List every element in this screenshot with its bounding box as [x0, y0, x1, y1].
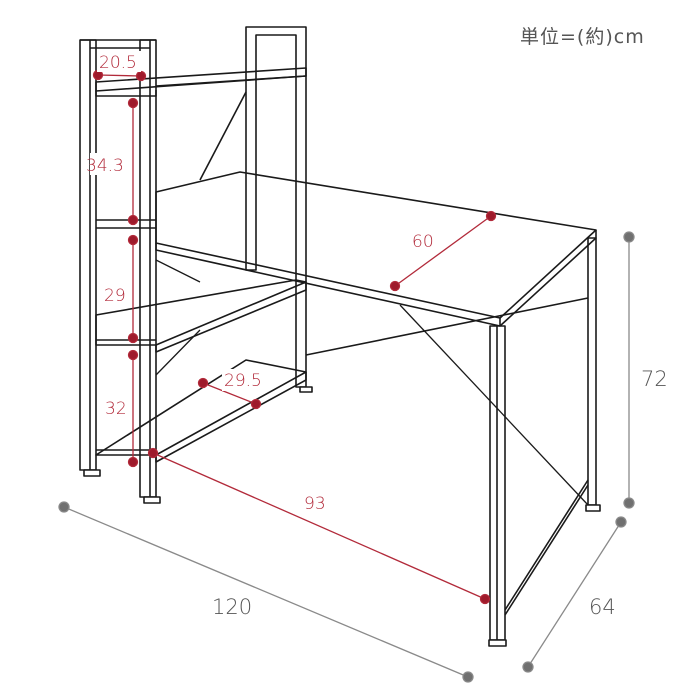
- dim-dot: [522, 661, 534, 673]
- dim-dot: [462, 671, 474, 683]
- dim-dot: [250, 398, 262, 410]
- dim-dot: [127, 456, 139, 468]
- label-desk-depth: 60: [412, 232, 434, 252]
- dim-dot: [135, 70, 147, 82]
- label-width-total: 120: [212, 595, 252, 619]
- dim-dot: [127, 214, 139, 226]
- dim-dot: [127, 234, 139, 246]
- foot-back-post: [299, 386, 313, 393]
- dim-dot: [623, 497, 635, 509]
- outer-labels: 120 64 72: [212, 367, 668, 619]
- label-shelf-gap-low: 32: [105, 399, 127, 419]
- inner-labels: 20.5 34.3 29 32 29.5 60 93: [86, 51, 440, 514]
- outer-dimensions: [58, 231, 635, 683]
- back-tall-post: [245, 26, 307, 388]
- inner-dimensions: [92, 69, 497, 605]
- label-lower-shelf-depth: 29.5: [224, 371, 262, 391]
- dim-dot: [479, 593, 491, 605]
- foot-left-rear: [143, 496, 161, 504]
- foot-left-front: [83, 469, 101, 477]
- label-shelf-gap-mid: 29: [104, 286, 126, 306]
- foot-desk-front: [488, 639, 507, 647]
- label-shelf-gap-top: 34.3: [86, 156, 124, 176]
- dim-dot: [58, 501, 70, 513]
- label-desk-width: 93: [304, 494, 326, 514]
- dim-dot: [127, 349, 139, 361]
- left-front-post: [79, 39, 97, 471]
- desk-frame: [79, 26, 601, 647]
- label-height: 72: [641, 367, 668, 391]
- dim-dot: [485, 210, 497, 222]
- left-rear-post: [139, 39, 157, 498]
- dim-dot: [197, 377, 209, 389]
- foot-desk-back: [585, 504, 601, 512]
- dim-dot: [147, 447, 159, 459]
- label-depth: 64: [589, 595, 616, 619]
- dim-dot: [127, 332, 139, 344]
- label-shelf-width: 20.5: [99, 53, 137, 73]
- dim-dot: [389, 280, 401, 292]
- desk-back-right-leg: [587, 237, 597, 506]
- dim-dot: [127, 97, 139, 109]
- unit-note: 単位=(約)cm: [520, 26, 645, 48]
- desk-top: [155, 171, 597, 319]
- dim-dot: [623, 231, 635, 243]
- dim-dot: [615, 516, 627, 528]
